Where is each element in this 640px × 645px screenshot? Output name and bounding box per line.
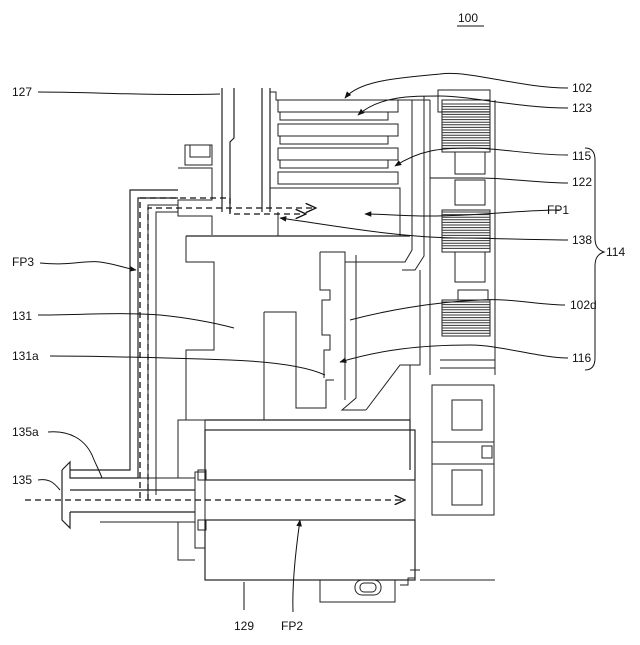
flow-paths xyxy=(25,198,405,500)
label-135: 135 xyxy=(12,473,32,487)
label-135a: 135a xyxy=(12,425,39,439)
label-138: 138 xyxy=(572,233,592,247)
label-fp3: FP3 xyxy=(12,255,34,269)
coil-stack xyxy=(410,90,495,580)
stator-slots xyxy=(278,100,398,184)
label-122: 122 xyxy=(572,175,592,189)
label-131: 131 xyxy=(12,309,32,323)
label-102d: 102d xyxy=(570,298,597,312)
label-115: 115 xyxy=(572,149,591,163)
label-127: 127 xyxy=(12,85,32,99)
winding-mid xyxy=(442,212,490,248)
flow-fp3 xyxy=(140,198,306,498)
label-129: 129 xyxy=(234,619,254,633)
winding-bottom xyxy=(442,302,490,333)
label-116: 116 xyxy=(572,351,591,365)
label-fp2: FP2 xyxy=(281,619,303,633)
figure-number: 100 xyxy=(458,11,478,25)
motor-housing xyxy=(62,88,495,602)
label-123: 123 xyxy=(572,101,592,115)
label-114: 114 xyxy=(606,245,625,259)
label-102: 102 xyxy=(572,81,592,95)
label-fp1: FP1 xyxy=(547,203,569,217)
flow-fp1 xyxy=(148,208,316,500)
winding-top xyxy=(442,104,490,148)
label-131a: 131a xyxy=(12,349,39,363)
leader-lines xyxy=(38,73,604,612)
